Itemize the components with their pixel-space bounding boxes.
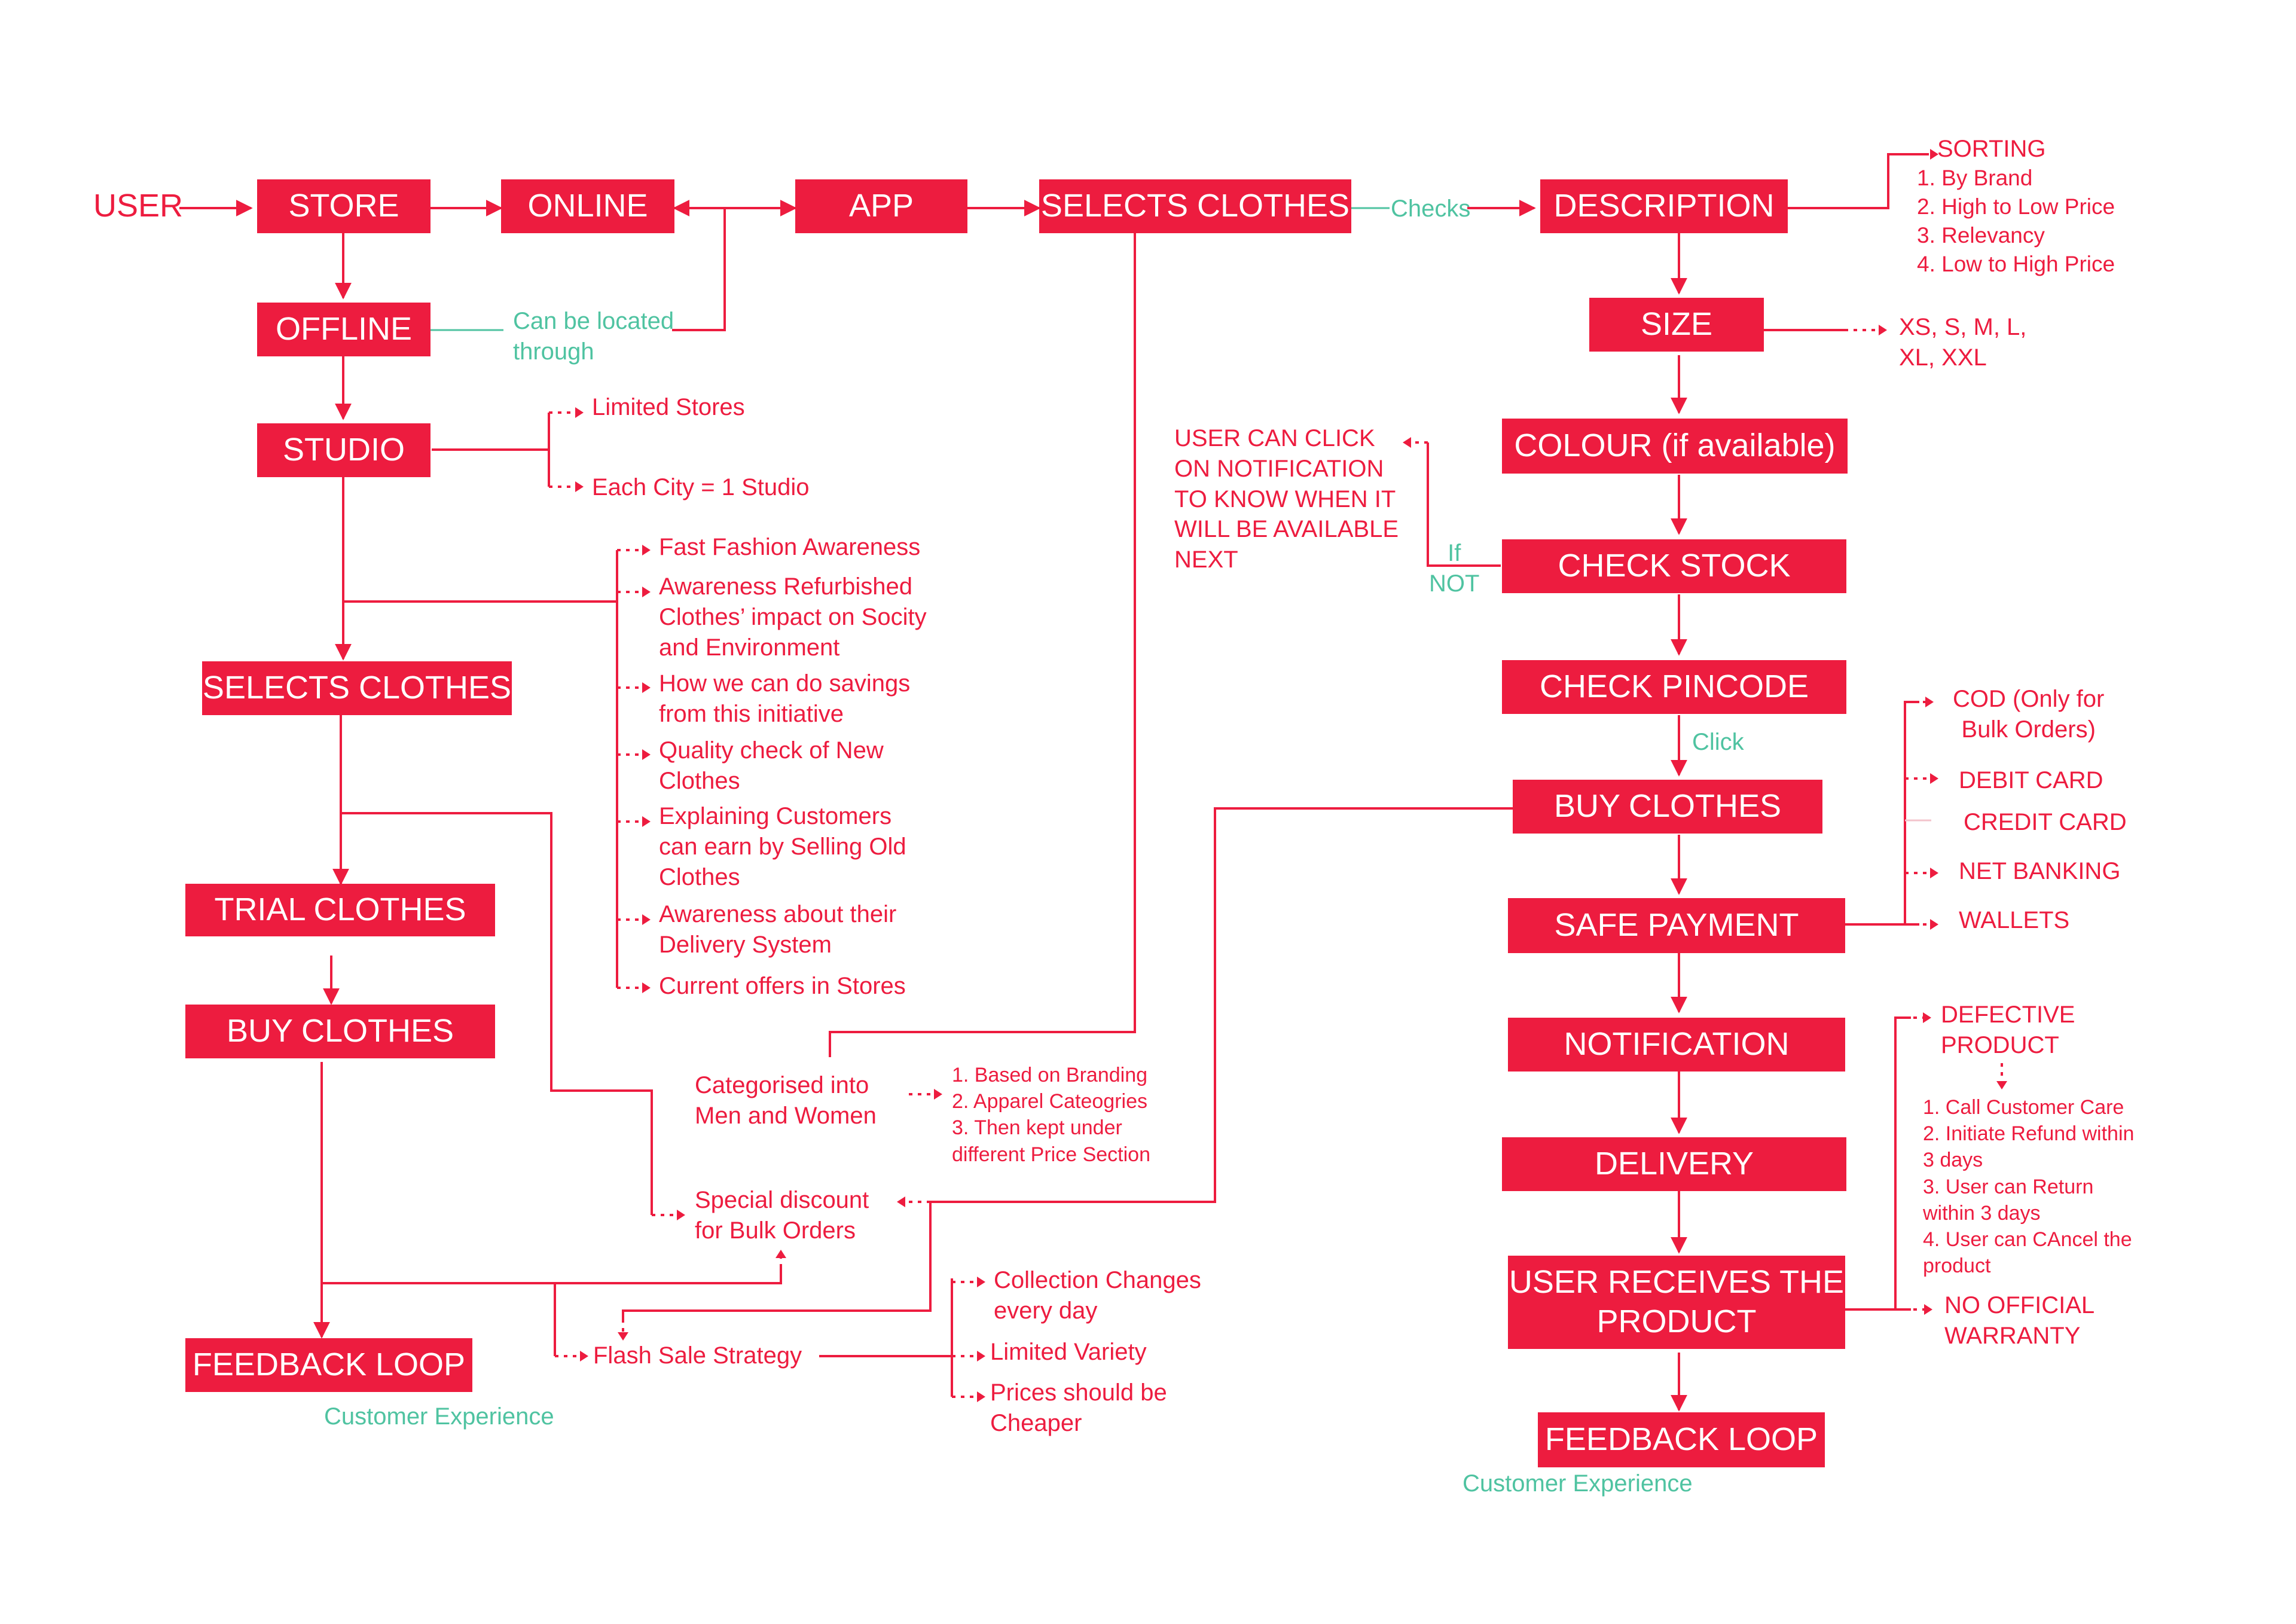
- studio-box: STUDIO: [257, 423, 430, 477]
- payment-option: DEBIT CARD: [1959, 767, 2103, 793]
- check-stock-box: CHECK STOCK: [1502, 539, 1846, 593]
- trial-clothes-box: TRIAL CLOTHES: [185, 884, 495, 936]
- awareness-item: Quality check of New Clothes: [659, 737, 884, 794]
- checks-label: Checks: [1391, 196, 1471, 222]
- notification-box: NOTIFICATION: [1508, 1018, 1845, 1072]
- bulk-discount-note: Special discount for Bulk Orders: [695, 1187, 869, 1244]
- delivery-box: DELIVERY: [1502, 1137, 1846, 1191]
- selects-clothes-offline-box: SELECTS CLOTHES: [202, 661, 512, 715]
- flash-sale-note: Flash Sale Strategy: [593, 1342, 802, 1369]
- flash-note-variety: Limited Variety: [990, 1339, 1147, 1365]
- sizes-note: XS, S, M, L, XL, XXL: [1899, 314, 2027, 371]
- selects-clothes-online-box: SELECTS CLOTHES: [1039, 179, 1351, 233]
- awareness-item: Awareness about their Delivery System: [659, 901, 897, 958]
- awareness-item: Current offers in Stores: [659, 973, 906, 999]
- defective-product-label: DEFECTIVE PRODUCT: [1941, 1002, 2075, 1058]
- user-label: USER: [93, 188, 184, 224]
- defective-steps: 1. Call Customer Care 2. Initiate Refund…: [1923, 1096, 2135, 1278]
- awareness-item: How we can do savings from this initiati…: [659, 670, 911, 727]
- if-not-label: If NOT: [1429, 540, 1480, 597]
- colour-box: COLOUR (if available): [1502, 419, 1848, 474]
- awareness-item: Fast Fashion Awareness: [659, 534, 921, 560]
- categorised-note: Categorised into Men and Women: [695, 1072, 877, 1129]
- located-through-note: Can be located through: [513, 308, 674, 365]
- awareness-item: Awareness Refurbished Clothes’ impact on…: [659, 573, 927, 661]
- awareness-item: Explaining Customers can earn by Selling…: [659, 803, 906, 890]
- payment-option: NET BANKING: [1959, 858, 2121, 884]
- app-box: APP: [795, 179, 967, 233]
- offline-box: OFFLINE: [257, 303, 430, 356]
- sorting-list: 1. By Brand 2. High to Low Price 3. Rele…: [1917, 166, 2115, 277]
- safe-payment-box: SAFE PAYMENT: [1508, 898, 1845, 953]
- studio-note-each-city: Each City = 1 Studio: [592, 474, 810, 500]
- no-warranty-label: NO OFFICIAL WARRANTY: [1944, 1292, 2095, 1349]
- user-receives-product-box: USER RECEIVES THE PRODUCT: [1508, 1256, 1845, 1349]
- store-box: STORE: [257, 179, 430, 233]
- feedback-loop-offline-box: FEEDBACK LOOP: [185, 1338, 472, 1392]
- click-label: Click: [1692, 729, 1744, 755]
- flash-note-collection: Collection Changes every day: [994, 1267, 1201, 1324]
- categories-list: 1. Based on Branding 2. Apparel Cateogri…: [952, 1064, 1150, 1166]
- customer-experience-offline: Customer Experience: [324, 1403, 554, 1430]
- buy-clothes-online-box: BUY CLOTHES: [1513, 780, 1822, 834]
- flash-note-prices: Prices should be Cheaper: [990, 1379, 1167, 1436]
- customer-experience-online: Customer Experience: [1463, 1470, 1693, 1497]
- payment-option: CREDIT CARD: [1964, 809, 2127, 835]
- size-box: SIZE: [1589, 298, 1764, 352]
- feedback-loop-online-box: FEEDBACK LOOP: [1538, 1412, 1825, 1467]
- notify-note: USER CAN CLICK ON NOTIFICATION TO KNOW W…: [1174, 425, 1399, 573]
- check-pincode-box: CHECK PINCODE: [1502, 660, 1846, 714]
- description-box: DESCRIPTION: [1540, 179, 1788, 233]
- sorting-title: SORTING: [1937, 136, 2046, 162]
- studio-note-limited-stores: Limited Stores: [592, 394, 745, 420]
- online-box: ONLINE: [501, 179, 674, 233]
- payment-option: COD (Only for Bulk Orders): [1953, 686, 2105, 743]
- payment-option: WALLETS: [1959, 907, 2070, 933]
- buy-clothes-offline-box: BUY CLOTHES: [185, 1005, 495, 1058]
